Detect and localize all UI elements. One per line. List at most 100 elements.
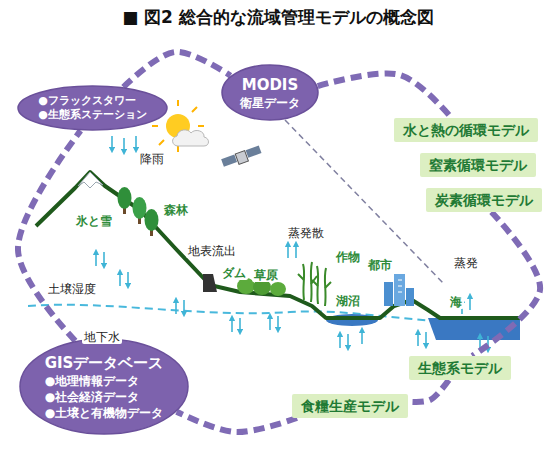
flow-arrow — [339, 334, 341, 348]
node-heading: MODIS — [242, 75, 299, 95]
node-content: 水と熱の循環モデル — [403, 121, 529, 139]
node-text: ●土壌と有機物データ — [45, 405, 163, 421]
ellipse-fill — [18, 86, 167, 130]
flow-arrow — [119, 272, 121, 286]
node-heading: GISデータベース — [45, 353, 164, 373]
landscape-label: 地表流出 — [186, 244, 238, 258]
node-heading: 窒素循環モデル — [429, 156, 527, 174]
snow-cap — [78, 172, 103, 188]
node-heading: 生態系モデル — [418, 359, 502, 377]
landscape-label: 蒸発散 — [286, 226, 326, 240]
node-heading: 炭素循環モデル — [435, 191, 533, 209]
landscape-label: 森林 — [162, 203, 190, 217]
snow-cap — [78, 172, 103, 188]
landscape-label: ダム — [220, 266, 248, 280]
flow-arrow — [269, 316, 271, 330]
node-content: 食糧生産モデル — [301, 397, 399, 415]
model-box: 食糧生産モデル — [292, 394, 408, 418]
satellite — [246, 146, 262, 158]
forest — [133, 197, 147, 219]
landscape-label: 降雨 — [138, 152, 166, 166]
city — [384, 274, 414, 306]
flow-arrow — [103, 252, 105, 266]
node-text: ●社会経済データ — [45, 389, 139, 405]
dashed-loop-connector — [318, 74, 452, 118]
dam — [203, 274, 217, 292]
flow-arrow — [347, 334, 349, 348]
node-content: 炭素循環モデル — [435, 191, 533, 209]
flow-arrow — [417, 332, 419, 346]
landscape-label: 蒸発 — [452, 256, 480, 270]
flow-arrow — [231, 318, 233, 332]
landscape-label: 海 — [448, 295, 464, 309]
landscape-label: 都市 — [366, 258, 394, 272]
landscape-label: 地下水 — [82, 330, 122, 344]
flow-arrow — [135, 136, 137, 150]
ellipse-fill — [20, 339, 188, 434]
city — [394, 274, 405, 306]
flow-arrow — [295, 244, 297, 258]
flow-arrow — [287, 244, 289, 258]
flow-arrow — [425, 332, 427, 346]
crops — [298, 274, 331, 288]
dashed-loop-connector — [177, 412, 297, 432]
remote-sensing-line — [285, 120, 445, 285]
data-source-ellipse: GISデータベース●地理情報データ●社会経済データ●土壌と有機物データ — [19, 338, 189, 435]
flow-arrow — [95, 252, 97, 266]
satellite — [235, 151, 248, 165]
satellite — [221, 146, 261, 167]
cloud — [173, 130, 209, 146]
city — [398, 280, 402, 292]
model-box: 窒素循環モデル — [420, 153, 536, 177]
model-box: 炭素循環モデル — [426, 188, 542, 212]
node-heading: 水と熱の循環モデル — [403, 121, 529, 139]
data-source-ellipse: MODIS衛星データ — [221, 64, 319, 121]
node-content: 窒素循環モデル — [429, 156, 527, 174]
node-content: MODIS衛星データ — [240, 75, 300, 111]
flow-arrow — [175, 300, 177, 314]
flow-arrow — [239, 318, 241, 332]
dam — [203, 274, 217, 292]
landscape-label: 氷と雪 — [74, 214, 114, 228]
landscape-label: 草原 — [252, 268, 280, 282]
node-content: 生態系モデル — [418, 359, 502, 377]
data-source-ellipse: ●フラックスタワー●生態系ステーション — [17, 85, 168, 131]
diagram-title: ■ 図2 総合的な流域管理モデルの概念図 — [0, 6, 556, 28]
city — [406, 288, 414, 306]
flow-arrow — [127, 272, 129, 286]
model-box: 水と熱の循環モデル — [394, 118, 538, 142]
forest — [145, 209, 159, 231]
flow-arrow — [183, 300, 185, 314]
node-heading: 食糧生産モデル — [301, 397, 399, 415]
dashed-loop-connector — [18, 131, 81, 341]
node-content: ●フラックスタワー●生態系ステーション — [38, 94, 147, 122]
node-text: 衛星データ — [240, 95, 300, 111]
node-text: ●生態系ステーション — [38, 108, 147, 122]
forest — [118, 187, 132, 209]
flow-arrow — [111, 136, 113, 150]
cloud — [173, 130, 209, 146]
city — [384, 282, 393, 306]
landscape-label: 作物 — [334, 250, 362, 264]
dashed-loop-connector — [472, 212, 540, 356]
flow-arrow — [361, 330, 363, 344]
node-content: GISデータベース●地理情報データ●社会経済データ●土壌と有機物データ — [45, 353, 164, 421]
grassland — [270, 282, 286, 296]
ellipse-fill — [222, 65, 318, 120]
node-heading: ●フラックスタワー — [38, 94, 136, 108]
model-box: 生態系モデル — [409, 356, 511, 380]
crops — [303, 264, 304, 300]
flow-arrow — [277, 316, 279, 330]
landscape-label: 湖沼 — [334, 294, 362, 308]
flow-arrow — [123, 138, 125, 152]
dashed-loop-connector — [408, 380, 449, 402]
landscape-label: 土壌湿度 — [46, 282, 98, 296]
dashed-loop-connector — [123, 52, 230, 87]
crops — [298, 262, 331, 306]
node-text: ●地理情報データ — [45, 373, 139, 389]
forest — [118, 187, 159, 236]
remote-sensing-line — [285, 120, 445, 285]
flow-arrow — [469, 296, 471, 310]
satellite — [221, 154, 237, 166]
